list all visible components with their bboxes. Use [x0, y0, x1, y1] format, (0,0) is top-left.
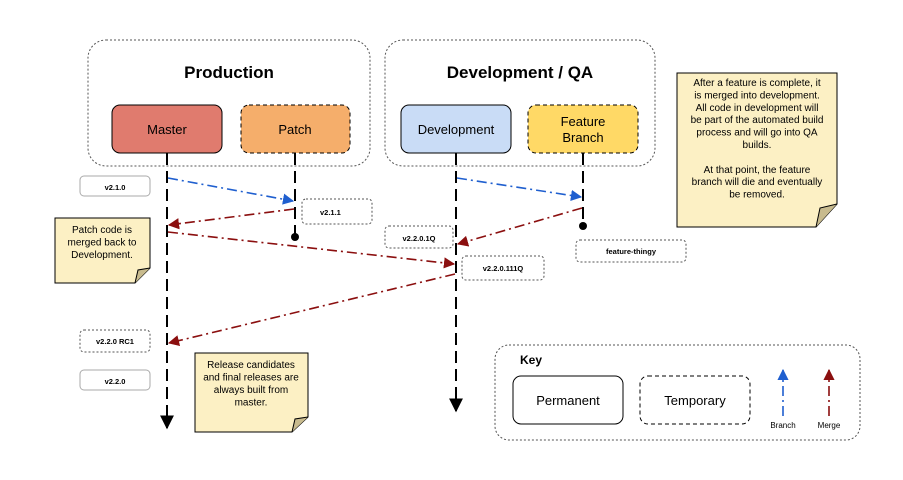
key-branch-label: Branch	[770, 421, 795, 430]
feature-note-line: process and will go into QA	[696, 128, 818, 139]
tag-feature-thingy-label: feature-thingy	[606, 247, 657, 256]
feature-note-line: builds.	[743, 140, 772, 151]
release-note-line: Release candidates	[207, 360, 295, 371]
feature-note-line: At that point, the feature	[704, 165, 811, 176]
key-temporary-box	[639, 375, 751, 425]
key-permanent-box	[512, 375, 624, 425]
release-note-fold	[291, 416, 309, 433]
feature-note-line: All code in development will	[696, 103, 819, 114]
tag-v2-1-1-label: v2.1.1	[320, 208, 341, 217]
key-title: Key	[520, 353, 542, 367]
development-title: Development / QA	[447, 63, 593, 82]
tag-v2-2-0-1q	[384, 225, 454, 249]
feature-branch-label-line1: Feature	[561, 114, 606, 129]
feature-note-line: branch will die and eventually	[692, 177, 823, 188]
feature-branch-label-line2: Branch	[562, 130, 603, 145]
release-note-line: master.	[235, 398, 268, 409]
key-permanent-label: Permanent	[536, 393, 600, 408]
release-note-line: and final releases are	[203, 373, 299, 384]
tag-v2-2-0-1q-label: v2.2.0.1Q	[403, 234, 436, 243]
tag-v2-2-0	[79, 369, 151, 391]
production-title: Production	[184, 63, 274, 82]
patch-note-line: Patch code is	[72, 225, 132, 236]
master-branch-box	[111, 104, 223, 154]
feature-note-fold	[815, 203, 838, 228]
tag-v2-2-0-rc1	[79, 329, 151, 353]
tag-v2-2-0-111q-label: v2.2.0.111Q	[483, 264, 524, 273]
branch-arrow-master-to-patch	[167, 177, 295, 205]
branch-arrow-dev-to-feature	[456, 177, 583, 202]
feature-note-line: be part of the automated build	[691, 115, 824, 126]
feature-branch-box	[527, 104, 639, 154]
patch-branch-label: Patch	[278, 122, 311, 137]
patch-note-line: Development.	[71, 250, 133, 261]
tag-v2-1-0-label: v2.1.0	[105, 183, 126, 192]
master-branch-label: Master	[147, 122, 187, 137]
tag-v2-2-0-111q	[461, 255, 545, 281]
tag-v2-1-1	[301, 198, 373, 225]
tag-v2-2-0-rc1-label: v2.2.0 RC1	[96, 337, 134, 346]
feature-end-dot	[579, 222, 587, 230]
feature-note-line: be removed.	[729, 190, 785, 201]
patch-branch-box	[240, 104, 351, 154]
patch-note-fold	[134, 267, 151, 284]
patch-end-dot	[291, 233, 299, 241]
release-note-text: Release candidates and final releases are…	[203, 360, 299, 409]
release-note-line: always built from	[214, 385, 288, 396]
feature-note-line: After a feature is complete, it	[693, 78, 821, 89]
tag-feature-thingy	[575, 239, 687, 263]
key-container	[494, 344, 861, 441]
merge-arrow-dev-to-master	[167, 273, 456, 347]
development-branch-box	[400, 104, 512, 154]
merge-arrow-patch-to-master	[167, 208, 295, 230]
feature-note-line: is merged into development.	[694, 90, 820, 101]
development-group	[384, 39, 656, 167]
key-merge-label: Merge	[818, 421, 841, 430]
tag-v2-2-0-label: v2.2.0	[105, 377, 126, 386]
merge-arrow-feature-to-dev	[456, 207, 583, 247]
key-temporary-label: Temporary	[664, 393, 726, 408]
tag-v2-1-0	[79, 175, 151, 197]
merge-arrow-master-to-dev	[167, 231, 456, 269]
patch-note-line: merged back to	[68, 238, 137, 249]
development-branch-label: Development	[418, 122, 495, 137]
